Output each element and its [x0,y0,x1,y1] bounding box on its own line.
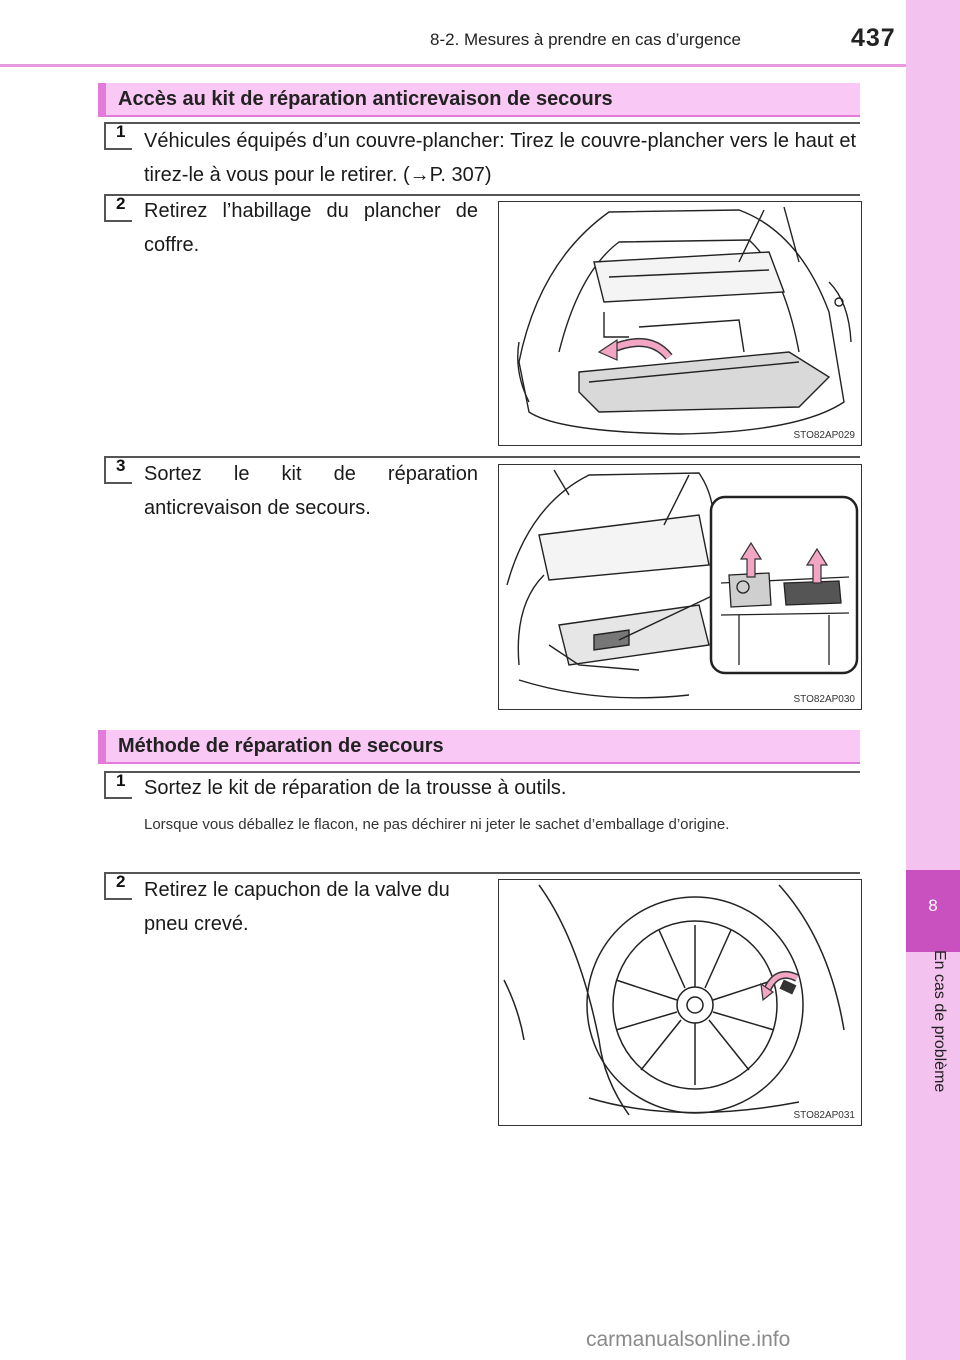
figure-repair-kit: STO82AP030 [498,464,862,710]
step-number: 1 [116,122,126,141]
page-number: 437 [851,24,896,52]
step-number-box: 2 [104,194,132,222]
step-note: Lorsque vous déballez le flacon, ne pas … [144,816,730,833]
step-rule [104,194,860,196]
repair-kit-illustration [506,469,859,699]
header-rule [0,64,960,67]
section-banner-access: Accès au kit de réparation anticrevaison… [98,83,860,117]
step-number-box: 3 [104,456,132,484]
step-text: Sortez le kit de réparation de la trouss… [144,777,567,799]
step-rule [104,122,860,124]
figure-code: STO82AP031 [793,1110,855,1121]
step-number-box: 1 [104,122,132,150]
valve-cap-illustration [503,884,845,1116]
chapter-side-tab [906,0,960,1360]
step-number: 1 [116,771,126,790]
step-number: 2 [116,872,126,891]
chapter-number-tab [906,870,960,952]
section-title: Méthode de réparation de secours [118,735,444,757]
step-number-box: 1 [104,771,132,799]
section-banner-repair-method: Méthode de réparation de secours [98,730,860,764]
running-header-title: 8-2. Mesures à prendre en cas d’urgence [430,30,741,49]
watermark: carmanualsonline.info [586,1328,791,1351]
figure-valve-cap: STO82AP031 [498,879,862,1126]
figure-code: STO82AP029 [793,430,855,441]
figure-trunk-floor: STO82AP029 [498,201,862,446]
trunk-floor-illustration [517,206,852,435]
step-number: 3 [116,456,126,475]
step-text: Retirez le capuchon de la valve du pneu … [144,879,450,935]
step-number-box: 2 [104,872,132,900]
step-number: 2 [116,194,126,213]
step-rule [104,456,860,458]
chapter-title: En cas de problème [931,950,948,1093]
step-rule [104,872,860,874]
step-text: Sortez le kit de réparation anticrevaiso… [144,463,478,519]
step-text: Véhicules équipés d’un couvre-plancher: … [144,130,856,186]
chapter-number: 8 [928,896,938,915]
step-rule [104,771,860,773]
figure-code: STO82AP030 [793,694,855,705]
section-title: Accès au kit de réparation anticrevaison… [118,88,613,110]
step-text: Retirez l’habillage du plancher de coffr… [144,200,478,256]
